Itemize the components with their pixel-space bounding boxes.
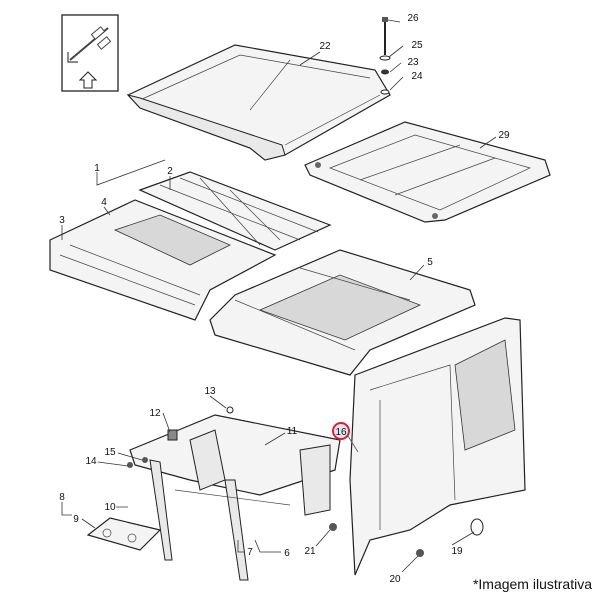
- callout-2[interactable]: 2: [167, 166, 173, 177]
- part-3-front-header[interactable]: [49, 199, 277, 321]
- callout-16-highlight[interactable]: 16: [332, 422, 350, 440]
- callout-24[interactable]: 24: [411, 71, 423, 82]
- callout-10[interactable]: 10: [104, 502, 116, 513]
- callout-7[interactable]: 7: [247, 547, 253, 558]
- callout-6[interactable]: 6: [284, 548, 290, 559]
- callout-13[interactable]: 13: [204, 386, 216, 397]
- callout-12[interactable]: 12: [149, 408, 161, 419]
- callout-20[interactable]: 20: [389, 574, 401, 585]
- callout-23[interactable]: 23: [407, 57, 419, 68]
- part-5-roof-frame[interactable]: [209, 249, 476, 376]
- illustrative-caption: *Imagem ilustrativa: [472, 576, 592, 592]
- callout-labels: 26 25 23 24 22 29 1 2 4 3 5 13 12 11 16 …: [59, 13, 510, 585]
- callout-22[interactable]: 22: [319, 41, 331, 52]
- part-29-roof-inner-panel[interactable]: [304, 121, 551, 223]
- part-22-roof-panel[interactable]: [126, 44, 391, 161]
- callout-21[interactable]: 21: [304, 546, 316, 557]
- part-9-bracket[interactable]: [86, 517, 162, 551]
- callout-11[interactable]: 11: [287, 426, 298, 437]
- fastener-stack[interactable]: [379, 17, 391, 95]
- callout-3[interactable]: 3: [59, 215, 65, 226]
- callout-25[interactable]: 25: [411, 40, 423, 51]
- callout-4[interactable]: 4: [101, 197, 107, 208]
- callout-16[interactable]: 16: [335, 427, 347, 438]
- small-fasteners[interactable]: [127, 406, 484, 557]
- part-2-roof-outer-panel[interactable]: [138, 171, 332, 251]
- callout-26[interactable]: 26: [407, 13, 419, 24]
- part-11-front-panel-frame[interactable]: [129, 414, 341, 581]
- callout-29[interactable]: 29: [498, 130, 510, 141]
- callout-8[interactable]: 8: [59, 492, 65, 503]
- callout-5[interactable]: 5: [427, 257, 433, 268]
- callout-1[interactable]: 1: [94, 163, 100, 174]
- callout-14[interactable]: 14: [85, 456, 97, 467]
- callout-9[interactable]: 9: [73, 514, 79, 525]
- callout-19[interactable]: 19: [451, 546, 463, 557]
- part-16-side-body-panel[interactable]: [349, 317, 526, 576]
- leader-lines: [61, 19, 497, 573]
- vehicle-front-arrow-icon: [61, 14, 119, 92]
- callout-15[interactable]: 15: [104, 447, 116, 458]
